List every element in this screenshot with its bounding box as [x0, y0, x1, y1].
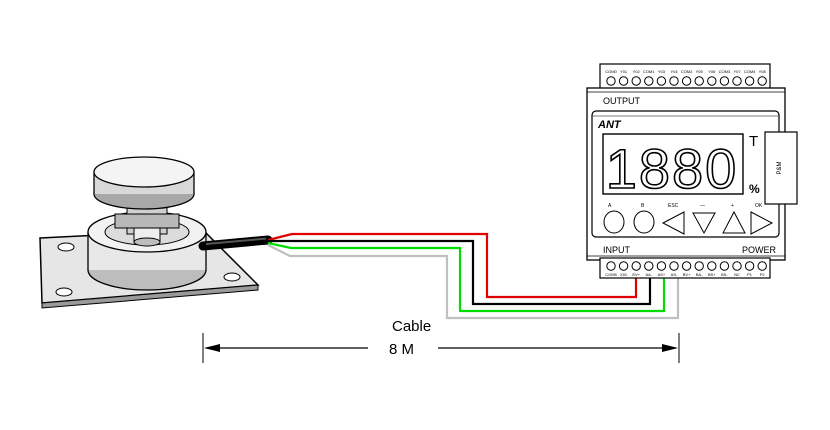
top-screw-icon	[707, 76, 717, 86]
bottom-terminal-label: COM5	[605, 272, 617, 277]
bottom-screw-icon	[669, 261, 679, 271]
key-label-a: A	[608, 203, 612, 209]
bottom-terminal-label: BS-	[721, 272, 728, 277]
bottom-terminal-label: BV+	[683, 272, 691, 277]
top-terminal-label: Y01	[620, 69, 628, 74]
top-terminal-label: Y06	[708, 69, 716, 74]
bottom-screw-icon	[757, 261, 767, 271]
top-screw-icon	[757, 76, 767, 86]
top-screw-icon	[719, 76, 730, 86]
bottom-terminal-label: P1	[747, 272, 753, 277]
wire-bundle	[267, 232, 680, 320]
cable-length: 8 M	[389, 341, 414, 358]
wire-grey	[267, 244, 680, 320]
pm-button-label: P&M	[777, 161, 783, 174]
mount-hole-icon	[55, 287, 73, 297]
top-screw-icon	[744, 76, 755, 86]
bottom-terminals	[606, 261, 767, 271]
bottom-terminal-label: X01	[620, 272, 628, 277]
key-esc-button[interactable]	[661, 211, 685, 235]
bottom-screw-icon	[606, 261, 616, 271]
top-screw-icon	[681, 76, 692, 86]
top-terminal-label: Y02	[633, 69, 641, 74]
mount-hole-icon	[57, 242, 75, 252]
top-terminal-label: COM2	[681, 69, 693, 74]
bottom-screw-icon	[719, 261, 730, 271]
arrow-right-icon	[662, 344, 678, 352]
top-terminals	[606, 76, 767, 86]
arrow-left-icon	[204, 344, 220, 352]
unit-label: %	[749, 182, 760, 196]
side-tag: T	[749, 133, 758, 150]
top-screw-icon	[732, 76, 742, 86]
bottom-screw-icon	[618, 261, 629, 271]
mount-hole-icon	[223, 272, 241, 282]
bottom-terminal-label: BA-	[696, 272, 703, 277]
key-b-button[interactable]	[633, 210, 655, 234]
key-label-ok: OK	[755, 203, 763, 209]
bottom-screw-icon	[644, 261, 654, 271]
wire-red	[267, 232, 638, 299]
top-terminal-label: Y04	[670, 69, 678, 74]
key-a-button[interactable]	[603, 210, 625, 234]
cable-label: Cable	[392, 318, 431, 335]
bottom-screw-icon	[656, 261, 667, 271]
load-cell-cap	[93, 156, 195, 210]
top-terminal-label: Y07	[733, 69, 741, 74]
lcd-display	[602, 133, 744, 195]
cable-dimension: Cable 8 M	[202, 318, 680, 363]
bottom-screw-icon	[744, 261, 755, 271]
bottom-terminal-label: AS-	[671, 272, 678, 277]
top-terminal-label: Y05	[696, 69, 704, 74]
load-cell-base-plate-edge	[41, 284, 259, 309]
top-screw-icon	[656, 76, 667, 86]
wire-green	[267, 241, 666, 313]
display-value: 1880	[606, 137, 739, 200]
bottom-screw-icon	[681, 261, 692, 271]
top-terminal-label: COM4	[744, 69, 756, 74]
brand-logo: ANT	[597, 119, 622, 131]
bottom-terminal-label: NC	[734, 272, 740, 277]
top-screw-icon	[669, 76, 679, 86]
wire-black	[268, 239, 652, 306]
key-down-button[interactable]	[692, 212, 716, 235]
bottom-terminal-label: AA-	[645, 272, 652, 277]
key-label-esc: ESC	[668, 203, 679, 209]
top-screw-icon	[618, 76, 629, 86]
top-terminal-label: COM1	[643, 69, 655, 74]
bottom-terminal-label: P2	[760, 272, 766, 277]
top-screw-icon	[631, 76, 641, 86]
bottom-screw-icon	[694, 261, 704, 271]
top-terminal-label: COM3	[719, 69, 731, 74]
bottom-terminal-label: EV+	[632, 272, 640, 277]
bottom-screw-icon	[631, 261, 641, 271]
bottom-screw-icon	[707, 261, 717, 271]
key-label-b: B	[641, 203, 645, 209]
top-screw-icon	[694, 76, 704, 86]
top-terminal-label: COM0	[605, 69, 617, 74]
output-label: OUTPUT	[603, 96, 641, 106]
key-label-plus: +	[731, 203, 734, 209]
key-label-minus: —	[700, 203, 705, 209]
top-terminal-label: Y08	[759, 69, 767, 74]
key-ok-button[interactable]	[750, 211, 774, 235]
top-terminal-label: Y03	[658, 69, 666, 74]
load-cell	[39, 156, 273, 309]
input-label: INPUT	[603, 245, 631, 255]
top-screw-icon	[606, 76, 616, 86]
key-up-button[interactable]	[722, 210, 746, 234]
pm-button[interactable]	[764, 131, 798, 205]
cable-sheath	[198, 235, 273, 251]
keypad: A B ESC — + OK	[603, 203, 774, 235]
bottom-terminal-label: BS+	[708, 272, 716, 277]
bottom-terminal-label: AS+	[658, 272, 666, 277]
power-label: POWER	[742, 245, 777, 255]
top-screw-icon	[644, 76, 654, 86]
bottom-screw-icon	[732, 261, 742, 271]
